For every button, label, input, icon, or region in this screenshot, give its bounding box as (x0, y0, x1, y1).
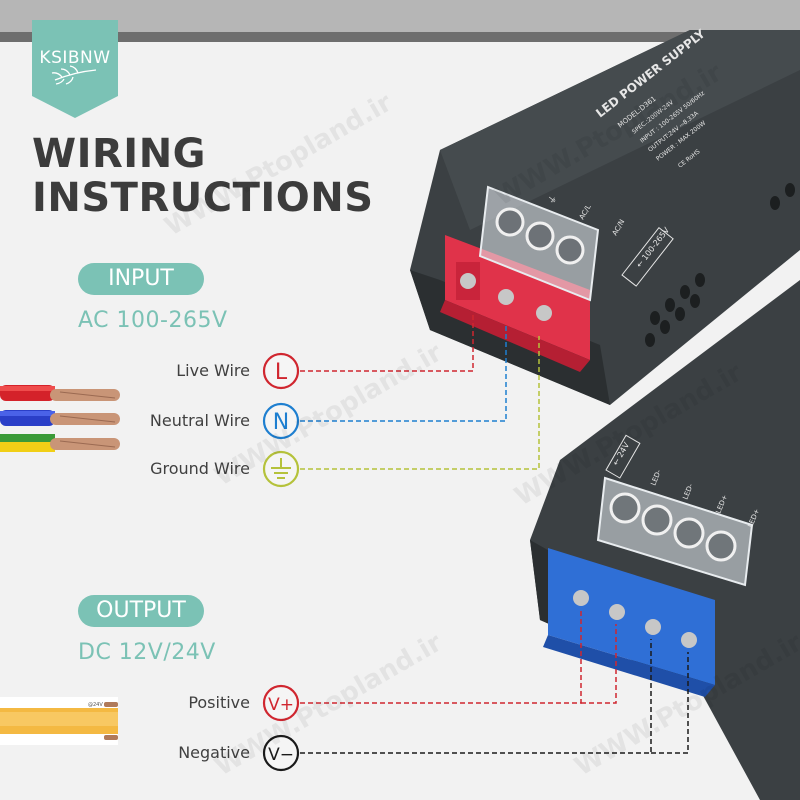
ground-icon (271, 458, 291, 479)
input-terminal-block (440, 185, 600, 372)
live-symbol: L (275, 360, 288, 385)
output-voltage-spec: DC 12V/24V (78, 640, 216, 665)
wiring-lines (300, 315, 689, 754)
ground-wire-label: Ground Wire (150, 459, 250, 478)
led-strip-illustration (0, 697, 118, 745)
live-wire-label: Live Wire (176, 361, 250, 380)
positive-wire-label: Positive (188, 693, 250, 712)
ac-cable-illustration (0, 385, 120, 452)
output-pill: OUTPUT (78, 595, 204, 627)
output-terminal-block (543, 476, 754, 697)
positive-symbol-circle (262, 684, 300, 722)
positive-line-2 (581, 624, 617, 704)
positive-line-1 (300, 610, 582, 704)
input-pill: INPUT (78, 263, 204, 295)
live-line (300, 315, 474, 372)
input-voltage-spec: AC 100-265V (78, 308, 228, 333)
positive-symbol: V+ (268, 695, 294, 715)
top-bar-shadow (0, 32, 800, 42)
leaf-icon (51, 65, 97, 85)
negative-symbol: V− (268, 745, 294, 765)
live-symbol-circle (262, 352, 300, 390)
brand-logo: KSIBNW (39, 48, 111, 68)
neutral-line (300, 326, 507, 422)
negative-wire-label: Negative (178, 743, 250, 762)
neutral-symbol-circle (262, 402, 300, 440)
led-strip-voltage-label: @24V (88, 702, 103, 708)
title-line-2: INSTRUCTIONS (32, 175, 374, 221)
negative-line-1 (300, 639, 652, 754)
title-line-1: WIRING (32, 131, 206, 177)
negative-symbol-circle (262, 734, 300, 772)
page-title: WIRING INSTRUCTIONS (32, 132, 374, 220)
neutral-wire-label: Neutral Wire (149, 411, 250, 430)
top-bar (0, 0, 800, 32)
negative-line-2 (651, 652, 689, 754)
vent-holes (645, 183, 795, 347)
neutral-symbol: N (273, 410, 289, 435)
